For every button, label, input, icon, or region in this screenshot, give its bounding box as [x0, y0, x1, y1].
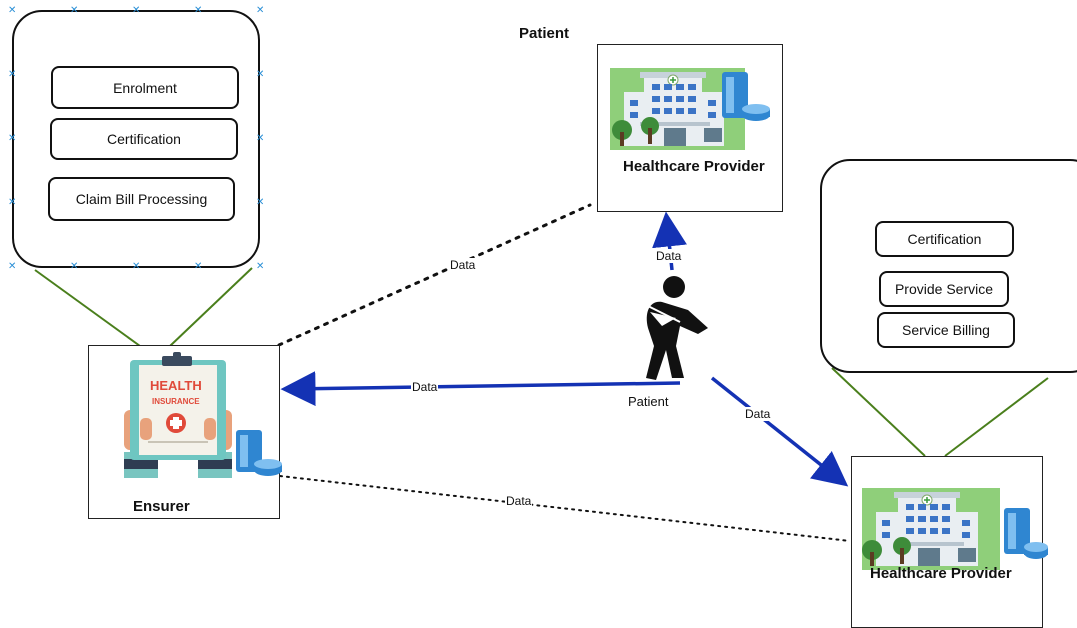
selection-handle: ✕ [70, 261, 79, 272]
edge-label-data: Data [744, 407, 772, 421]
dotted-link-ensurer-to-bottom-provider [279, 475, 851, 542]
edge-label-data: Data [655, 249, 683, 263]
bottom-provider-label: Healthcare Provider [870, 565, 1012, 582]
center-patient-label: Patient [628, 394, 669, 409]
insurer-callout-line-right [169, 267, 253, 347]
selection-handle: ✕ [8, 261, 17, 272]
selection-handle: ✕ [256, 133, 265, 144]
provider-callout-line-left [831, 367, 926, 457]
provider-item-provide-service[interactable]: Provide Service [879, 271, 1009, 307]
insurer-item-label: Enrolment [113, 79, 177, 96]
provider-item-service-billing[interactable]: Service Billing [877, 312, 1015, 348]
top-provider-label: Healthcare Provider [623, 158, 765, 175]
selection-handle: ✕ [194, 5, 203, 16]
arrow-patient-to-ensurer [280, 371, 681, 407]
arrow-patient-to-bottom-provider [710, 376, 849, 487]
top-patient-heading: Patient [519, 25, 570, 42]
insurer-item-label: Claim Bill Processing [75, 191, 208, 207]
selection-handle: ✕ [132, 5, 141, 16]
insurer-item-label: Certification [107, 131, 181, 147]
provider-item-label: Provide Service [894, 281, 994, 297]
sign-text-insurance: INSURANCE [152, 397, 200, 406]
edge-label-data: Data [411, 380, 439, 394]
provider-item-label: Service Billing [902, 322, 990, 338]
selection-handle: ✕ [132, 261, 141, 272]
insurer-callout-line-left [34, 269, 141, 347]
provider-item-certification[interactable]: Certification [875, 221, 1014, 257]
selection-handle: ✕ [194, 261, 203, 272]
provider-item-label: Certification [907, 231, 982, 247]
insurer-item-enrolment[interactable]: Enrolment [51, 66, 239, 109]
insurer-item-claim-bill-processing[interactable]: Claim Bill Processing [48, 177, 235, 221]
selection-handle: ✕ [256, 261, 265, 272]
selection-handle: ✕ [256, 5, 265, 16]
sign-text-health: HEALTH [150, 378, 202, 393]
edge-label-data: Data [449, 258, 477, 272]
dotted-link-ensurer-to-top-provider [277, 203, 592, 347]
selection-handle: ✕ [256, 197, 265, 208]
selection-handle: ✕ [8, 133, 17, 144]
selection-handle: ✕ [8, 5, 17, 16]
insurer-item-certification[interactable]: Certification [50, 118, 238, 160]
edge-label-data: Data [505, 494, 533, 508]
selection-handle: ✕ [70, 5, 79, 16]
selection-handle: ✕ [256, 69, 265, 80]
selection-handle: ✕ [8, 197, 17, 208]
ensurer-label: Ensurer [133, 498, 190, 515]
provider-callout-line-right [944, 377, 1049, 457]
selection-handle: ✕ [8, 69, 17, 80]
